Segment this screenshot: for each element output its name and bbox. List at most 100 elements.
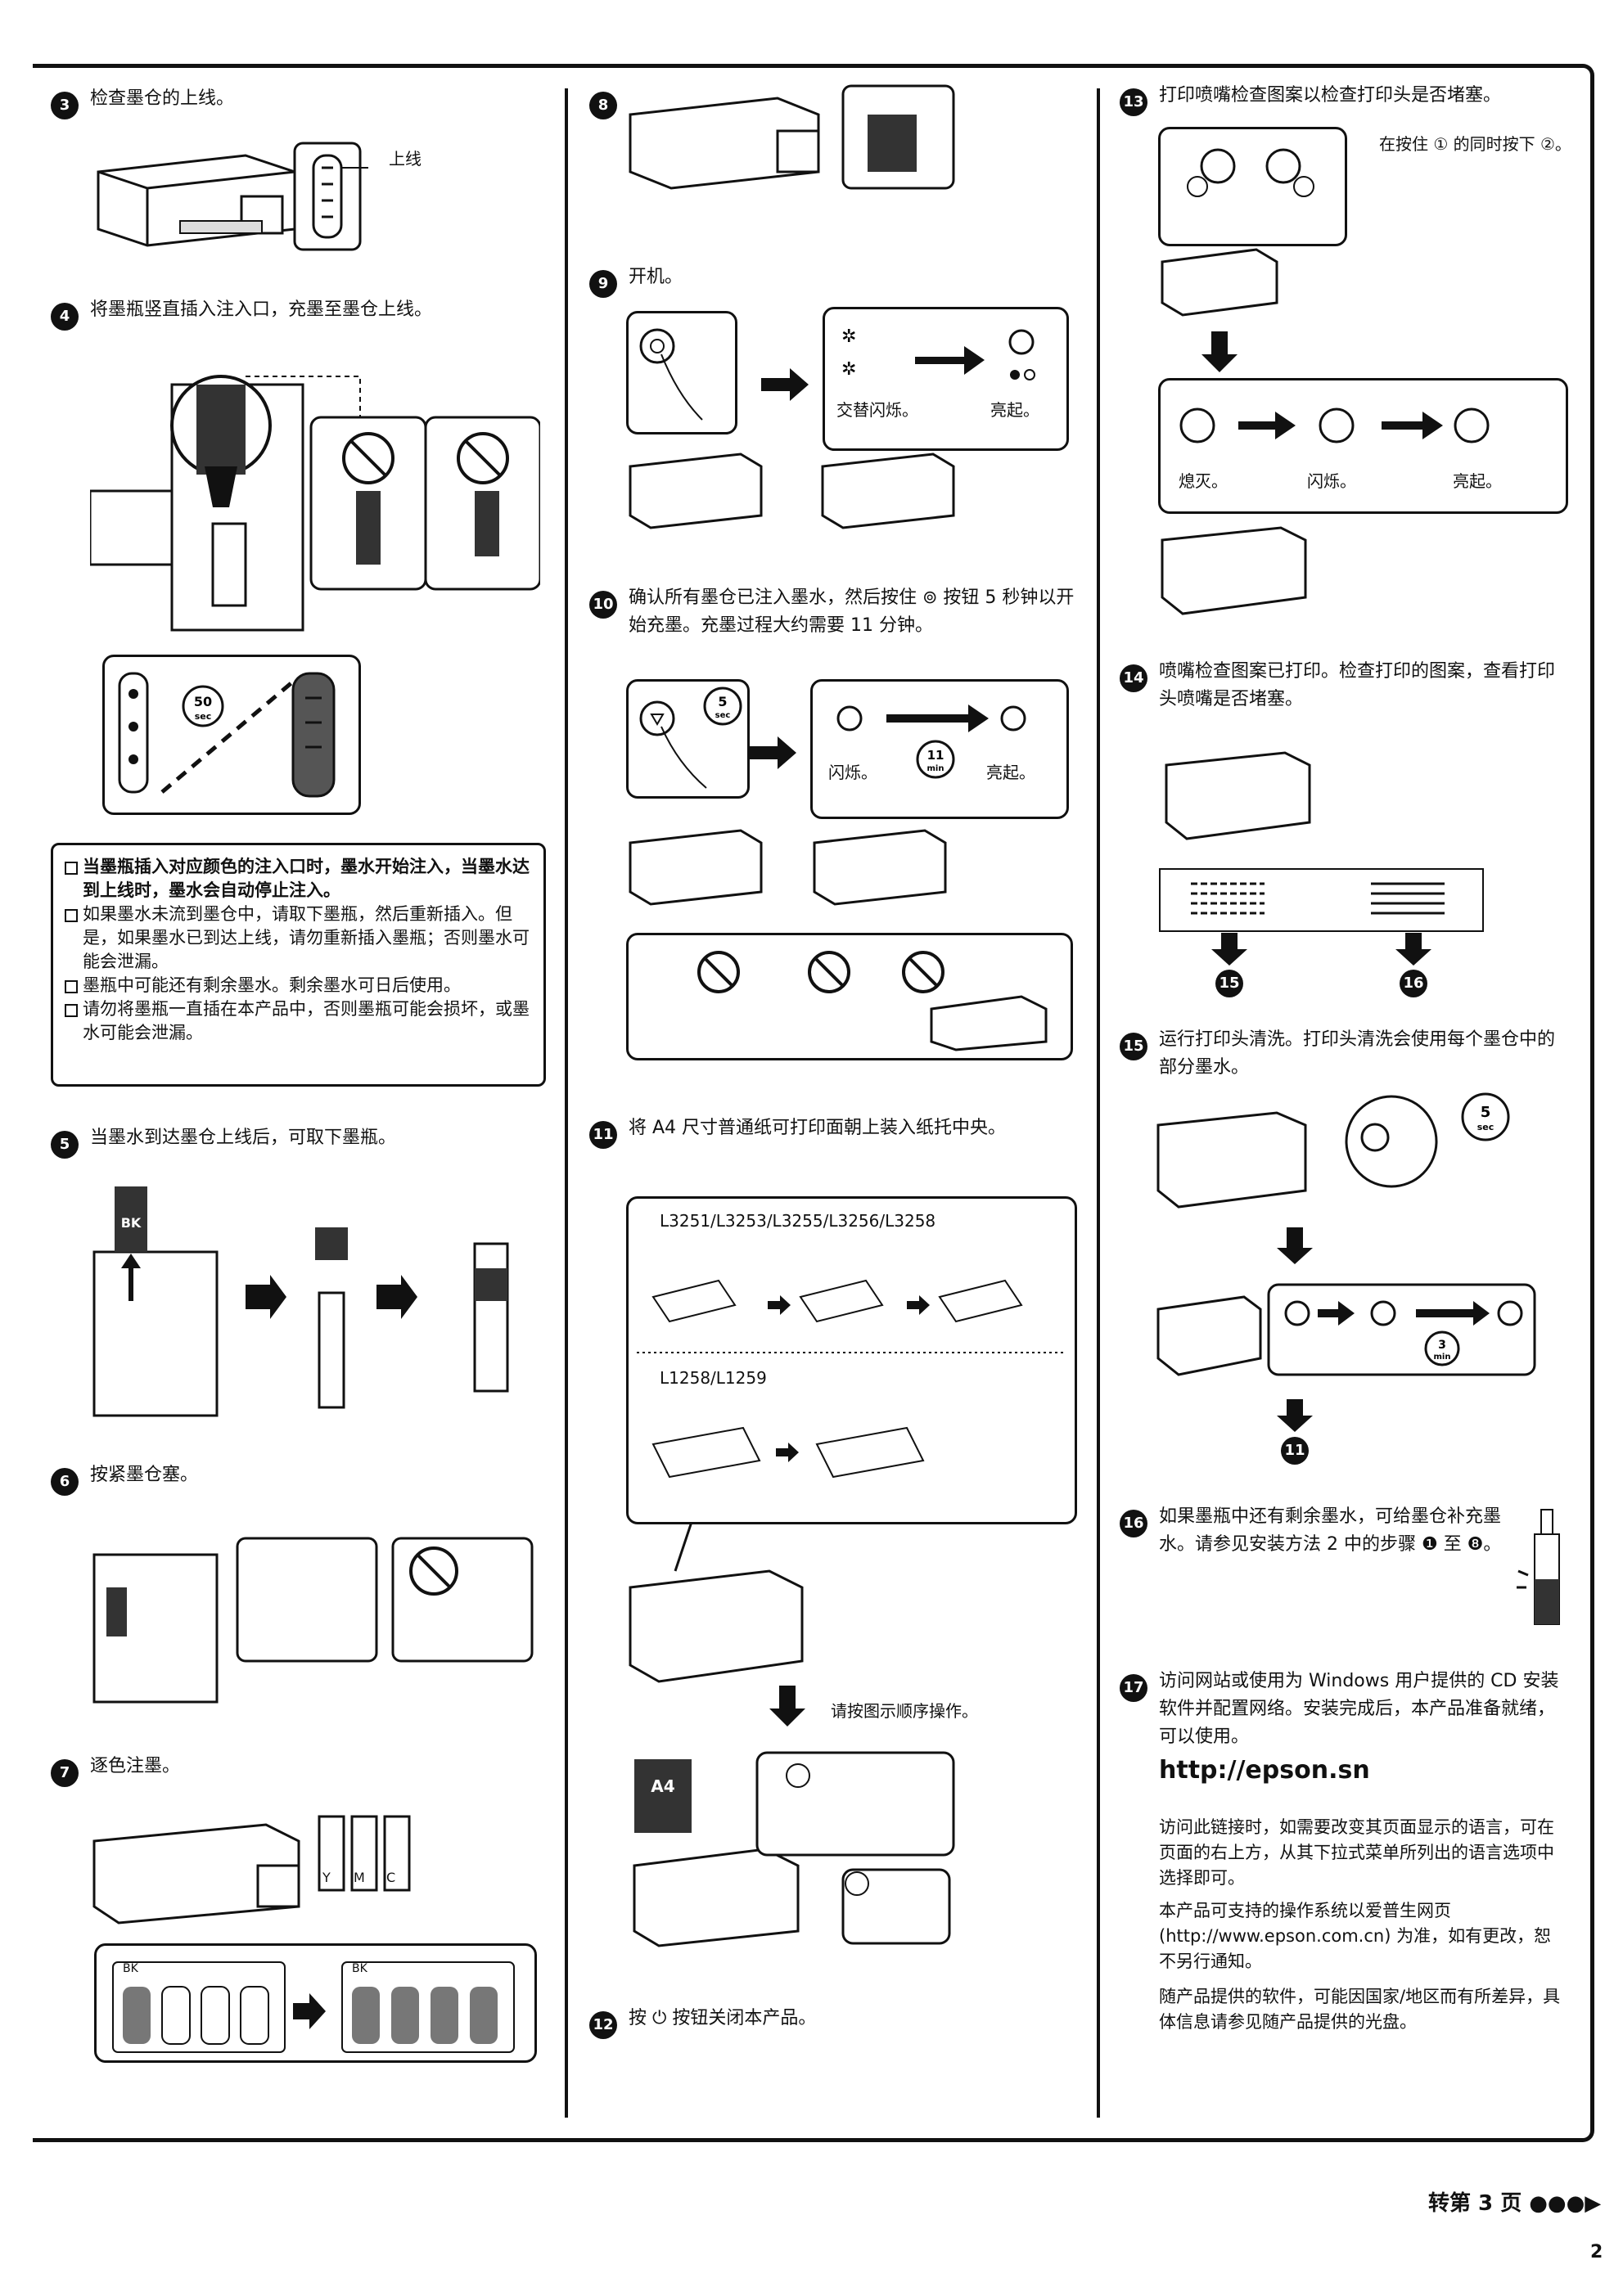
step-9-text: 开机。 bbox=[629, 267, 683, 287]
language-note: 访问此链接时，如需要改变其页面显示的语言，可在页面的右上方，从其下拉式菜单所列出… bbox=[1159, 1817, 1554, 1888]
step-number: 17 bbox=[1120, 1674, 1147, 1702]
step-12-text: 按 ⏻ 按钮关闭本产品。 bbox=[629, 2008, 817, 2028]
ink-bottle-icon bbox=[1510, 1506, 1576, 1628]
models-b-label: L1258/L1259 bbox=[660, 1368, 767, 1388]
step-number: 5 bbox=[51, 1131, 79, 1159]
paper-size-label: A4 bbox=[651, 1776, 674, 1796]
tank-label: BK bbox=[123, 1962, 138, 1975]
on-label: 亮起。 bbox=[990, 400, 1039, 420]
order-note: 请按图示顺序操作。 bbox=[831, 1701, 978, 1721]
fill-progress-panel: 50 sec bbox=[102, 655, 361, 815]
step-number: 9 bbox=[589, 270, 617, 298]
step-number: 3 bbox=[51, 92, 79, 119]
pattern-compare bbox=[1158, 867, 1485, 933]
down-arrow bbox=[769, 1686, 805, 1727]
fill-all-colors-figure bbox=[86, 1808, 536, 1931]
close-cover-figure bbox=[622, 82, 966, 205]
step-number: 11 bbox=[589, 1121, 617, 1149]
down-arrow bbox=[1201, 331, 1238, 372]
step-16-text: 如果墨瓶中还有剩余墨水，可给墨仓补充墨水。请参见安装方法 2 中的步骤 ❶ 至 … bbox=[1159, 1506, 1502, 1555]
insert-bottle-figure bbox=[90, 352, 540, 655]
note-item: 请勿将墨瓶一直插在本产品中，否则墨瓶可能会损坏，或墨水可能会泄漏。 bbox=[65, 997, 532, 1045]
step-number: 14 bbox=[1120, 664, 1147, 692]
website-link[interactable]: http://epson.sn bbox=[1159, 1756, 1370, 1785]
step-14-text: 喷嘴检查图案已打印。检查打印的图案，查看打印头喷嘴是否堵塞。 bbox=[1159, 661, 1556, 709]
step-17-text: 访问网站或使用为 Windows 用户提供的 CD 安装软件并配置网络。安装完成… bbox=[1159, 1671, 1559, 1747]
color-label: C bbox=[386, 1870, 396, 1885]
tank-panel bbox=[94, 1943, 537, 2063]
step-number: 7 bbox=[51, 1759, 79, 1787]
timer-value: 5 bbox=[718, 694, 727, 709]
down-arrow bbox=[1277, 1227, 1313, 1264]
step-number: 16 bbox=[1120, 1510, 1147, 1537]
timer-unit: min bbox=[1434, 1353, 1451, 1362]
goto-step: 15 bbox=[1215, 970, 1243, 997]
column-divider bbox=[1097, 88, 1100, 2118]
flash-label: 闪烁。 bbox=[828, 763, 877, 782]
step-5-text: 当墨水到达墨仓上线后，可取下墨瓶。 bbox=[90, 1128, 397, 1148]
step-number: 6 bbox=[51, 1468, 79, 1496]
page-number: 2 bbox=[1590, 2242, 1603, 2262]
bottle-label: BK bbox=[121, 1215, 142, 1231]
arrow bbox=[761, 368, 810, 401]
off-label: 熄灭。 bbox=[1179, 471, 1228, 491]
arrow bbox=[749, 736, 798, 769]
software-note: 随产品提供的软件，可能因国家/地区而有所差异，具体信息请参见随产品提供的光盘。 bbox=[1159, 1987, 1561, 2032]
timer-unit: sec bbox=[1477, 1122, 1495, 1132]
printer-figures bbox=[626, 442, 970, 532]
load-sequence-figure: A4 bbox=[626, 1751, 1052, 1947]
on-label: 亮起。 bbox=[986, 763, 1035, 782]
hold-press-hint: 在按住 ① 的同时按下 ②。 bbox=[1379, 134, 1571, 154]
printer-figure bbox=[1158, 245, 1281, 319]
remove-bottle-figure: BK bbox=[90, 1178, 557, 1424]
step-6-text: 按紧墨仓塞。 bbox=[90, 1465, 199, 1485]
upper-line-label: 上线 bbox=[389, 149, 422, 169]
step-4-text: 将墨瓶竖直插入注入口，充墨至墨仓上线。 bbox=[90, 299, 433, 320]
step-number: 8 bbox=[589, 92, 617, 119]
status-bubble: ✲ ✲ bbox=[823, 307, 1069, 451]
step-15-text: 运行打印头清洗。打印头清洗会使用每个墨仓中的部分墨水。 bbox=[1159, 1029, 1556, 1078]
step-number: 10 bbox=[589, 591, 617, 619]
ink-button-bubble: 5 sec bbox=[626, 679, 750, 799]
nozzle-status-bubble bbox=[1158, 378, 1568, 514]
down-arrow bbox=[1277, 1399, 1313, 1432]
goto-step: 11 bbox=[1281, 1437, 1309, 1465]
step-13-text: 打印喷嘴检查图案以检查打印头是否堵塞。 bbox=[1159, 85, 1502, 106]
alternating-label: 交替闪烁。 bbox=[836, 400, 918, 420]
tank-label: BK bbox=[352, 1962, 367, 1975]
cleaning-status: 3 min bbox=[1154, 1276, 1539, 1383]
warning-bubble bbox=[626, 933, 1073, 1060]
printer-figure bbox=[626, 1522, 814, 1686]
step-number: 13 bbox=[1120, 88, 1147, 116]
step-number: 4 bbox=[51, 303, 79, 331]
down-arrow bbox=[1395, 933, 1431, 966]
timer-value: 11 bbox=[927, 748, 944, 763]
on-label: 亮起。 bbox=[1453, 471, 1502, 491]
svg-text:✲: ✲ bbox=[841, 326, 856, 347]
flash-label: 闪烁。 bbox=[1307, 471, 1356, 491]
timer-value: 50 bbox=[194, 694, 212, 709]
timer-value: 3 bbox=[1438, 1339, 1446, 1352]
goto-step: 16 bbox=[1400, 970, 1427, 997]
printer-figure bbox=[1158, 524, 1322, 622]
paper-load-bubble bbox=[626, 1196, 1077, 1524]
printed-pattern-figure bbox=[1162, 741, 1326, 847]
step-10-text: 确认所有墨仓已注入墨水，然后按住 ⊚ 按钮 5 秒钟以开始充墨。充墨过程大约需要… bbox=[629, 588, 1075, 636]
models-a-label: L3251/L3253/L3255/L3256/L3258 bbox=[660, 1211, 936, 1231]
note-item: 如果墨水未流到墨仓中，请取下墨瓶，然后重新插入。但是，如果墨水已到达上线，请勿重… bbox=[65, 903, 532, 974]
timer-unit: min bbox=[927, 764, 944, 773]
page-frame bbox=[33, 64, 1594, 2142]
ink-level-window bbox=[291, 139, 372, 254]
step-3-text: 检查墨仓的上线。 bbox=[90, 88, 235, 109]
charge-status-bubble: 11 min bbox=[810, 679, 1069, 819]
note-item: 当墨瓶插入对应颜色的注入口时，墨水开始注入，当墨水达到上线时，墨水会自动停止注入… bbox=[65, 855, 532, 903]
color-label: M bbox=[354, 1870, 365, 1885]
power-button-bubble bbox=[626, 311, 737, 434]
down-arrow bbox=[1211, 933, 1247, 966]
column-divider bbox=[565, 88, 568, 2118]
step-number: 12 bbox=[589, 2011, 617, 2039]
printer-figures bbox=[626, 818, 970, 908]
svg-text:✲: ✲ bbox=[841, 359, 856, 380]
next-page-link[interactable]: 转第 3 页 ●●●▶ bbox=[1428, 2191, 1602, 2216]
step-11-text: 将 A4 尺寸普通纸可打印面朝上装入纸托中央。 bbox=[629, 1118, 1007, 1138]
